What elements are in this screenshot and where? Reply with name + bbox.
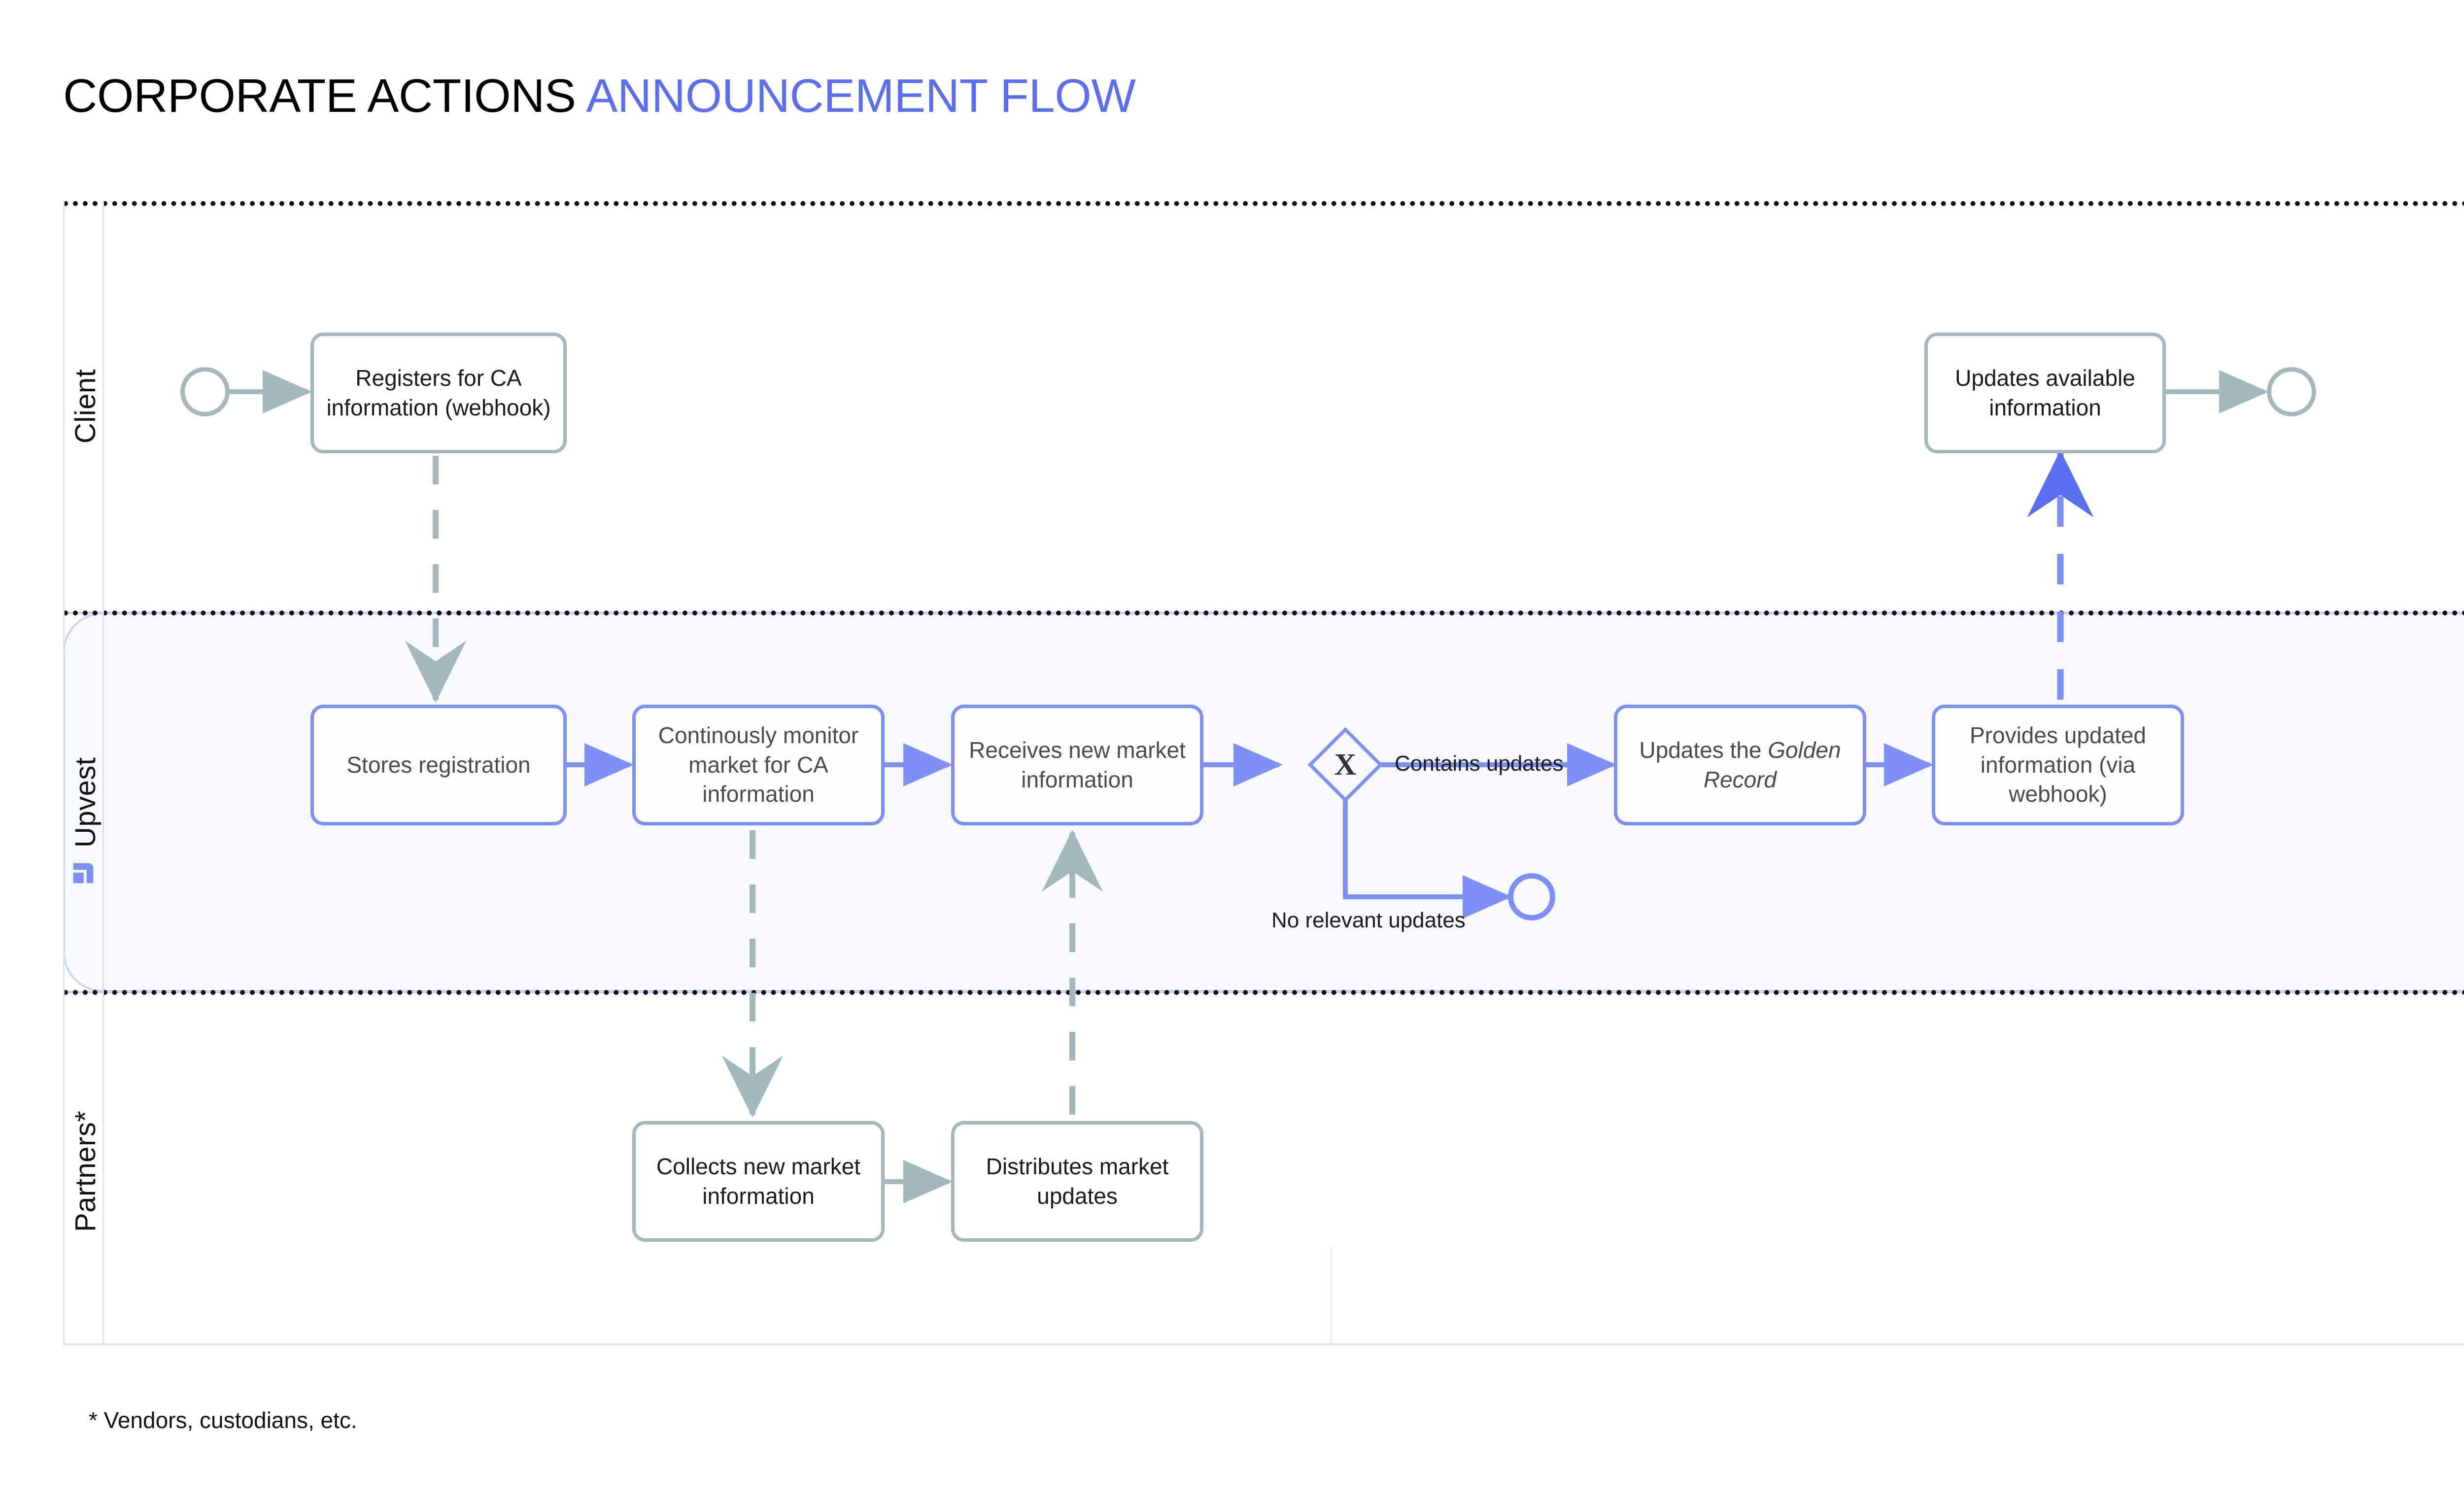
lane-divider-upvest-partners	[63, 990, 2464, 995]
task-label: Provides updated information (via webhoo…	[1969, 722, 2147, 807]
task-distributes-market-updates[interactable]: Distributes market updates	[951, 1121, 1203, 1242]
task-updates-available-information[interactable]: Updates available information	[1924, 333, 2166, 453]
lane-header-right-rule	[103, 201, 104, 1344]
task-label: Distributes market updates	[986, 1153, 1169, 1209]
task-label: Continously monitor market for CA inform…	[658, 722, 859, 807]
task-label: Updates available information	[1955, 365, 2135, 420]
task-label: Registers for CA information (webhook)	[326, 365, 551, 420]
page-title: CORPORATE ACTIONS ANNOUNCEMENT FLOW	[63, 69, 1136, 123]
end-event-client[interactable]	[2267, 367, 2316, 416]
lane-label-partners: Partners*	[69, 1110, 102, 1232]
task-updates-the-golden-record[interactable]: Updates the Golden Record	[1614, 705, 1866, 825]
page-title-accent: ANNOUNCEMENT FLOW	[586, 69, 1136, 122]
task-label-prefix: Updates the	[1639, 737, 1768, 763]
lane-divider-client-upvest	[63, 611, 2464, 615]
upvest-logo-icon	[67, 856, 97, 887]
footnote: * Vendors, custodians, etc.	[89, 1407, 357, 1433]
start-event-client[interactable]	[180, 367, 230, 416]
task-label: Stores registration	[346, 751, 531, 778]
task-stores-registration[interactable]: Stores registration	[310, 705, 567, 825]
task-label: Updates the Golden Record	[1628, 736, 1852, 795]
end-event-no-relevant-updates[interactable]	[1508, 873, 1555, 920]
pool-inner-rule	[1331, 1247, 1332, 1344]
task-registers-for-ca-information[interactable]: Registers for CA information (webhook)	[310, 333, 567, 453]
task-receives-new-market-information[interactable]: Receives new market information	[951, 705, 1203, 825]
task-label: Receives new market information	[969, 737, 1186, 792]
page-title-main: CORPORATE ACTIONS	[63, 69, 586, 122]
lane-header-left-rule	[63, 201, 65, 1344]
diagram-top-border	[63, 201, 2464, 206]
diagram-bottom-border	[63, 1343, 2464, 1345]
task-continously-monitor-market[interactable]: Continously monitor market for CA inform…	[632, 705, 885, 825]
task-collects-new-market-information[interactable]: Collects new market information	[632, 1121, 885, 1242]
edge-label-contains-updates: Contains updates	[1395, 751, 1564, 776]
lane-label-upvest: Upvest	[69, 757, 102, 848]
edge-label-no-relevant-updates: No relevant updates	[1271, 908, 1466, 932]
task-label-italic: Golden Record	[1703, 737, 1841, 792]
task-label: Collects new market information	[656, 1153, 861, 1209]
task-provides-updated-information[interactable]: Provides updated information (via webhoo…	[1932, 705, 2184, 825]
gateway-x-icon: X	[1334, 748, 1357, 782]
lane-label-client: Client	[69, 369, 102, 443]
